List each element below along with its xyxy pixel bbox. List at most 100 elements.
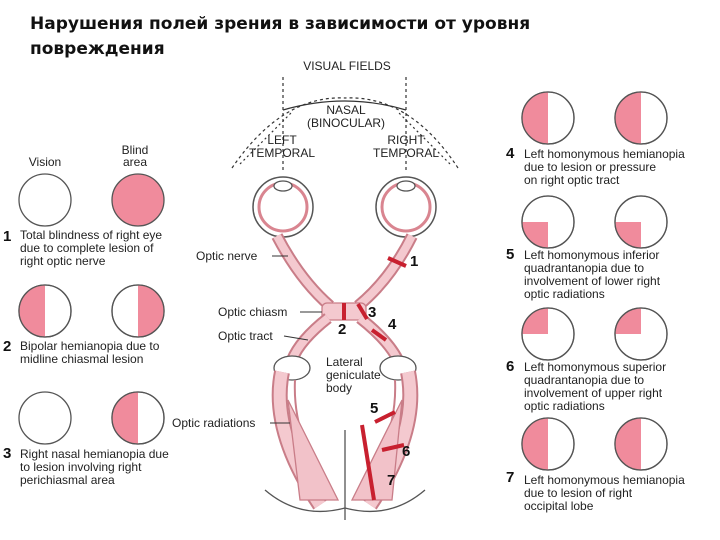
case-6-left-defect xyxy=(522,308,548,334)
case-7-number: 7 xyxy=(506,469,515,486)
case-7-right-field-circle xyxy=(614,417,668,471)
optic-radiations-label: Optic radiations xyxy=(172,416,256,430)
nasal-line-2: (BINOCULAR) xyxy=(306,116,385,130)
header-blind-area: Blind area xyxy=(112,144,158,168)
case-4-right-defect xyxy=(615,92,641,144)
lesion-marker-4 xyxy=(370,328,388,342)
case-1-number: 1 xyxy=(3,228,12,245)
nasal-label: NASAL (BINOCULAR) xyxy=(306,104,386,130)
case-7-left-field-circle xyxy=(521,417,575,471)
case-2-left-defect xyxy=(19,285,45,337)
page-title: Нарушения полей зрения в зависимости от … xyxy=(30,12,590,62)
case-1-line-2: due to complete lesion of xyxy=(20,241,154,255)
case-1-line-1: Total blindness of right eye xyxy=(20,228,163,242)
lesion-marker-6 xyxy=(381,443,405,452)
lgb-line-1: Lateral xyxy=(326,355,363,369)
lesion-number-7: 7 xyxy=(387,472,396,489)
case-5-caption: Left homonymous inferior quadrantanopia … xyxy=(524,249,660,301)
nasal-line-1: NASAL xyxy=(326,103,366,117)
lesion-markers xyxy=(342,256,407,501)
lesion-marker-5 xyxy=(374,410,396,424)
lesion-marker-7 xyxy=(360,424,376,501)
case-7-left-defect xyxy=(522,418,548,470)
visual-field-arcs xyxy=(231,77,459,170)
case-3-caption: Right nasal hemianopia due to lesion inv… xyxy=(20,448,169,487)
case-7-caption: Left homonymous hemianopia due to lesion… xyxy=(524,474,685,513)
lgb-line-3: body xyxy=(326,381,353,395)
case-6-line-4: optic radiations xyxy=(524,399,605,413)
case-7-line-2: due to lesion of right xyxy=(524,486,633,500)
right-temporal-label: RIGHT TEMPORAL xyxy=(364,134,448,160)
case-1-right-field-circle xyxy=(111,173,165,227)
lesion-number-1: 1 xyxy=(410,253,419,270)
case-4-number: 4 xyxy=(506,145,515,162)
right-temporal-line-2: TEMPORAL xyxy=(372,146,439,160)
case-4-left-defect xyxy=(522,92,548,144)
case-3-number: 3 xyxy=(3,445,12,462)
case-6-caption: Left homonymous superior quadrantanopia … xyxy=(524,361,666,413)
case-2-right-field-circle xyxy=(111,284,165,338)
lesion-number-5: 5 xyxy=(370,400,379,417)
case-7-right-defect xyxy=(615,418,641,470)
case-5-line-1: Left homonymous inferior xyxy=(524,248,660,262)
header-blind-line-1: Blind xyxy=(121,143,149,157)
case-3-line-3: perichiasmal area xyxy=(20,473,115,487)
left-temporal-line-1: LEFT xyxy=(267,133,297,147)
case-2-line-1: Bipolar hemianopia due to xyxy=(20,339,160,353)
case-4-caption: Left homonymous hemianopia due to lesion… xyxy=(524,148,685,187)
case-5-left-field-circle xyxy=(521,195,575,249)
lesion-number-3: 3 xyxy=(368,304,377,321)
case-2-number: 2 xyxy=(3,338,12,355)
case-6-left-field-circle xyxy=(521,307,575,361)
visual-fields-label: VISUAL FIELDS xyxy=(303,59,391,73)
case-1-line-3: right optic nerve xyxy=(20,254,106,268)
optic-tract-label: Optic tract xyxy=(218,329,273,343)
case-5-right-field-circle xyxy=(614,195,668,249)
case-7-line-3: occipital lobe xyxy=(524,499,594,513)
case-5-left-defect xyxy=(522,222,548,248)
left-temporal-line-2: TEMPORAL xyxy=(248,146,315,160)
optic-nerve-label: Optic nerve xyxy=(196,249,258,263)
header-vision: Vision xyxy=(28,155,62,169)
case-6-line-2: quadrantanopia due to xyxy=(524,373,645,387)
title-line-2: повреждения xyxy=(30,39,165,59)
left-temporal-label: LEFT TEMPORAL xyxy=(240,134,324,160)
case-6-line-3: involvement of upper right xyxy=(524,386,663,400)
case-5-line-3: involvement of lower right xyxy=(524,274,661,288)
case-3-line-1: Right nasal hemianopia due xyxy=(20,447,169,461)
case-6-right-defect xyxy=(615,308,641,334)
case-6-line-1: Left homonymous superior xyxy=(524,360,667,374)
case-2-line-2: midline chiasmal lesion xyxy=(20,352,144,366)
case-2-right-defect xyxy=(138,285,164,337)
case-6-number: 6 xyxy=(506,358,515,375)
case-4-line-3: on right optic tract xyxy=(524,173,620,187)
lesion-marker-1 xyxy=(387,256,407,268)
case-4-line-2: due to lesion or pressure xyxy=(524,160,657,174)
optic-pathway xyxy=(252,176,437,520)
case-2-left-field-circle xyxy=(18,284,72,338)
case-5-line-4: optic radiations xyxy=(524,287,605,301)
case-5-line-2: quadrantanopia due to xyxy=(524,261,645,275)
case-3-line-2: to lesion involving right xyxy=(20,460,142,474)
lesion-number-4: 4 xyxy=(388,316,397,333)
case-4-left-field-circle xyxy=(521,91,575,145)
case-5-number: 5 xyxy=(506,246,515,263)
case-7-line-1: Left homonymous hemianopia xyxy=(524,473,685,487)
case-5-right-defect xyxy=(615,222,641,248)
case-3-right-defect xyxy=(112,392,138,444)
case-4-line-1: Left homonymous hemianopia xyxy=(524,147,685,161)
optic-chiasm-label: Optic chiasm xyxy=(218,305,288,319)
lesion-number-6: 6 xyxy=(402,443,411,460)
case-1-caption: Total blindness of right eye due to comp… xyxy=(20,229,162,268)
visual-field-circles xyxy=(18,91,668,471)
lesion-number-2: 2 xyxy=(338,321,347,338)
header-blind-line-2: area xyxy=(122,155,148,169)
case-4-right-field-circle xyxy=(614,91,668,145)
lgb-line-2: geniculate xyxy=(326,368,381,382)
title-line-1: Нарушения полей зрения в зависимости от … xyxy=(30,14,531,34)
case-6-right-field-circle xyxy=(614,307,668,361)
case-3-right-field-circle xyxy=(111,391,165,445)
case-1-left-field-circle xyxy=(18,173,72,227)
right-temporal-line-1: RIGHT xyxy=(387,133,425,147)
